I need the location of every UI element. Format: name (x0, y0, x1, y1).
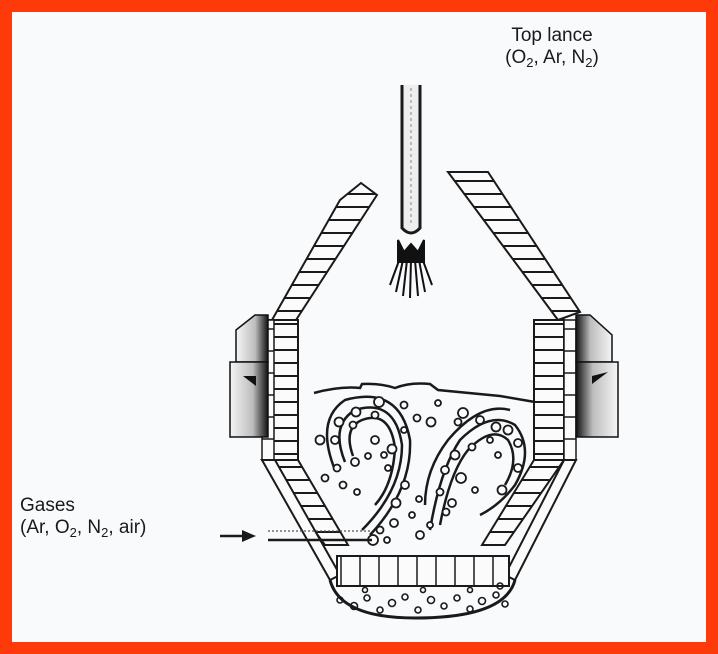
trunnion-right-icon (575, 314, 619, 438)
bath-surface (313, 382, 536, 404)
top-lance-label: Top lance (O2, Ar, N2) (472, 25, 632, 69)
refractory-lining-left (260, 181, 379, 582)
top-lance-title: Top lance (511, 25, 593, 46)
bottom-bricks (336, 555, 510, 587)
gas-inlet-arrow-icon (220, 530, 256, 542)
gases-label: Gases (Ar, O2, N2, air) (20, 495, 146, 539)
jet-spray-icon (389, 239, 433, 299)
converter-diagram (220, 85, 619, 620)
gases-title: Gases (20, 495, 75, 516)
trunnion-left-icon (229, 314, 269, 438)
circulation-streams (325, 395, 527, 536)
top-lance (400, 85, 422, 235)
refractory-lining-right (446, 171, 582, 582)
gas-bubbles (314, 396, 523, 546)
bottom-fill (336, 582, 509, 614)
bottom-tuyere (268, 530, 372, 542)
diagram-frame: Top lance (O2, Ar, N2) Gases (Ar, O2, N2… (12, 12, 706, 642)
top-lance-gases: (O2, Ar, N2) (505, 47, 599, 70)
gases-list: (Ar, O2, N2, air) (20, 517, 147, 540)
